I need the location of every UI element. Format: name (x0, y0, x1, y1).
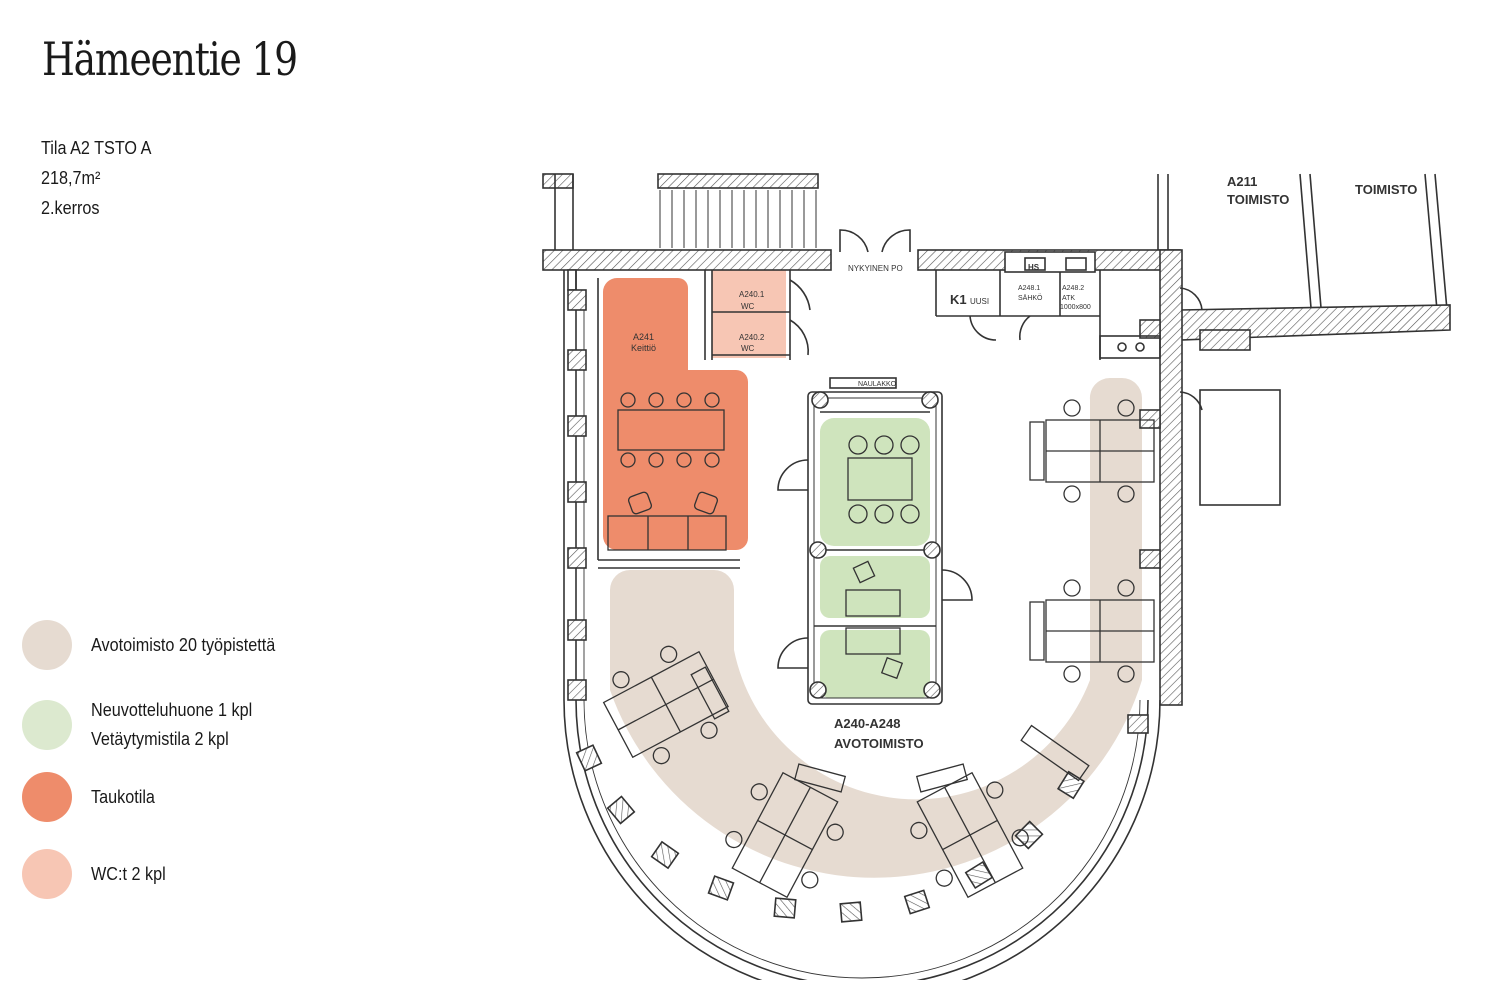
room-a210-type: TOIMISTO (1355, 182, 1417, 197)
legend-swatch-break-room (22, 772, 72, 822)
furniture (602, 392, 1155, 899)
page-title: Hämeentie 19 (42, 32, 298, 86)
zone-retreat-1 (820, 556, 930, 618)
zone-retreat-2 (820, 630, 930, 698)
zone-open-office (610, 377, 1142, 878)
legend-swatch-meeting (22, 700, 72, 750)
label-a248-2-size: 1000x800 (1060, 304, 1091, 311)
legend-label: Vetäytymistila 2 kpl (91, 729, 229, 749)
zone-wc (712, 270, 786, 358)
room-a211-code: A211 (1227, 174, 1257, 189)
label-wc2-sub: WC (741, 344, 755, 353)
label-a248-2: A248.2 (1062, 285, 1084, 292)
label-k1: K1 (950, 292, 967, 307)
legend-label: Taukotila (91, 786, 155, 807)
legend-item-open-office: Avotoimisto 20 työpistettä (22, 620, 296, 670)
label-k1-sub: UUSI (970, 297, 989, 306)
label-a248-1: A248.1 (1018, 285, 1040, 292)
label-a248-2-sub: ATK (1062, 295, 1075, 302)
floor-plan: A211 TOIMISTO TOIMISTO (542, 173, 1451, 980)
plan-labels: NYKYINEN PO K1 UUSI A248.1 SÄHKÖ A248.2 … (631, 263, 1091, 751)
zone-break-room (603, 278, 748, 550)
legend-swatch-open-office (22, 620, 72, 670)
space-area: 218,7m² (41, 168, 101, 188)
label-naulakko: NAULAKKO (858, 381, 897, 388)
legend-label: WC:t 2 kpl (91, 863, 166, 884)
central-core (777, 377, 973, 705)
label-wc1: A240.1 (739, 290, 765, 299)
room-a211-type: TOIMISTO (1227, 192, 1289, 207)
walls (542, 249, 1251, 980)
label-main-code: A240-A248 (834, 716, 901, 731)
label-a241-sub: Keittiö (631, 343, 656, 353)
legend-label: Avotoimisto 20 työpistettä (91, 634, 276, 655)
label-a248-1-sub: SÄHKÖ (1018, 294, 1043, 302)
space-info: Tila A2 TSTO A 218,7m² 2.kerros (41, 133, 151, 223)
label-a241: A241 (633, 332, 654, 342)
legend-label: Neuvotteluhuone 1 kpl (91, 700, 253, 720)
label-wc2: A240.2 (739, 333, 765, 342)
desk-cluster-east-2 (1029, 579, 1155, 683)
legend-item-meeting: Neuvotteluhuone 1 kpl Vetäytymistila 2 k… (22, 696, 270, 754)
legend-item-break-room: Taukotila (22, 772, 162, 822)
desk-cluster-east-1 (1029, 399, 1155, 503)
space-floor: 2.kerros (41, 198, 100, 218)
label-entrance: NYKYINEN PO (848, 264, 903, 273)
space-id: Tila A2 TSTO A (41, 138, 152, 158)
partitions (597, 251, 1203, 569)
legend-item-wc: WC:t 2 kpl (22, 849, 174, 899)
desk-cluster-south-west (725, 771, 844, 899)
label-wc1-sub: WC (741, 302, 755, 311)
label-hs: HS (1028, 263, 1040, 272)
legend-swatch-wc (22, 849, 72, 899)
label-main-name: AVOTOIMISTO (834, 736, 924, 751)
desk-cluster-south-east (910, 771, 1029, 899)
